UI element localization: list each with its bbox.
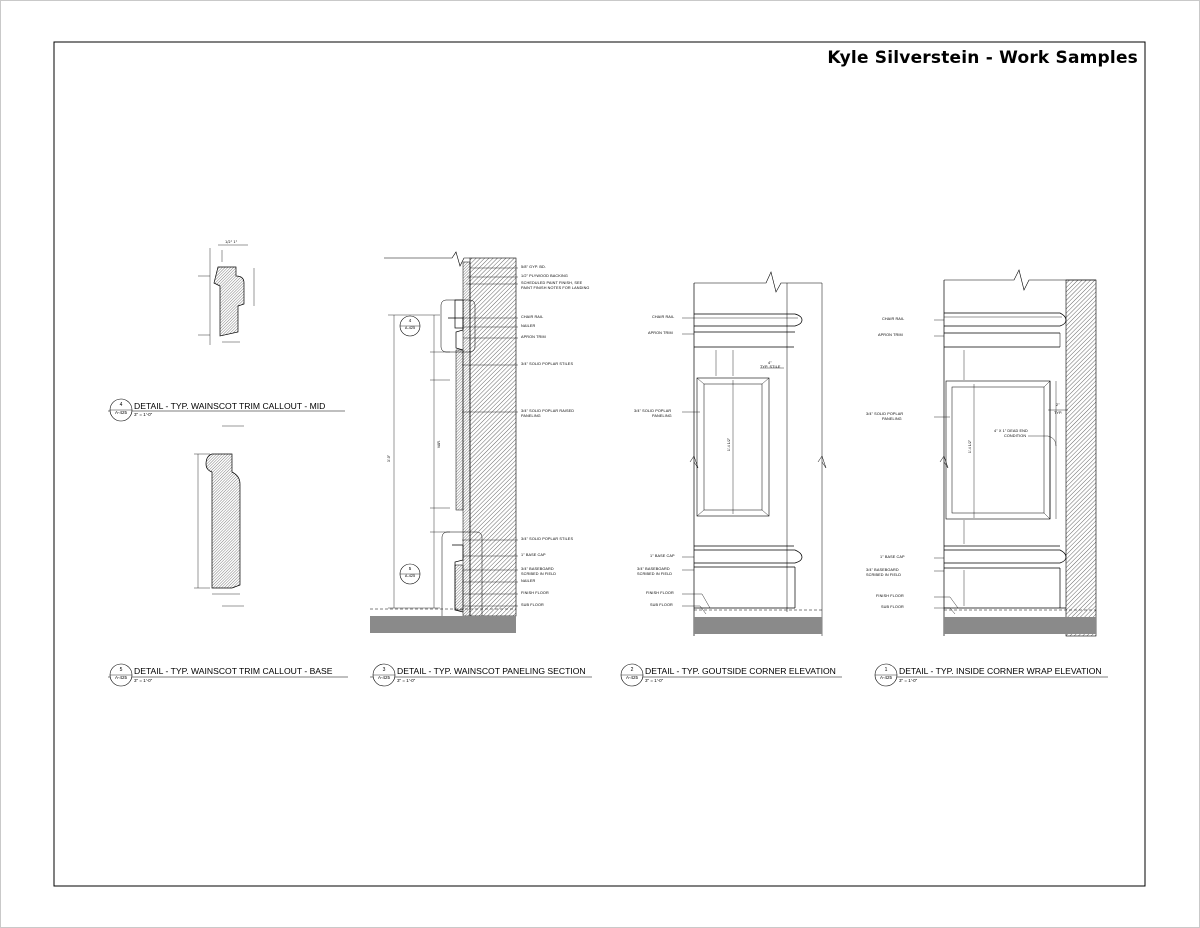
section-note: 3/4" SOLID POPLAR STILES: [521, 362, 574, 366]
outside-note: TYP. STILE: [760, 365, 781, 369]
inside-note: 4" X 1" DEAD END: [994, 429, 1028, 433]
detail-5-title: DETAIL - TYP. WAINSCOT TRIM CALLOUT - BA…: [134, 666, 333, 676]
inside-note: TYP.: [1054, 411, 1063, 415]
outside-note: 4": [768, 361, 772, 365]
inside-note: SUB FLOOR: [881, 605, 904, 609]
sheet-frame: [53, 41, 1146, 887]
detail-1-sheet-ref: A-425: [879, 675, 892, 680]
inside-note: CONDITION: [1004, 434, 1027, 438]
inside-note: 1" BASE CAP: [880, 555, 905, 559]
sheet-title: Kyle Silverstein - Work Samples: [827, 48, 1138, 68]
outside-note: SCRIBED IN FIELD: [637, 572, 673, 576]
detail-2-sheet-ref: A-425: [625, 675, 638, 680]
detail-5-drawing: [194, 425, 244, 607]
outside-note: FINISH FLOOR: [646, 591, 674, 595]
inside-note: 2": [1056, 403, 1060, 407]
outside-note: 1" BASE CAP: [650, 554, 675, 558]
detail-4-drawing: 1/2" 1": [198, 240, 255, 345]
detail-1-scale: 3" = 1'-0": [899, 678, 918, 683]
outside-panel-dim: 1'-4 1/2": [727, 438, 731, 452]
detail-3-drawing: [370, 251, 518, 633]
section-note: NAILER: [521, 324, 536, 328]
detail-4-scale: 3" = 1'-0": [134, 412, 153, 417]
inside-note: SCRIBED IN FIELD: [866, 573, 902, 577]
detail-1-title: DETAIL - TYP. INSIDE CORNER WRAP ELEVATI…: [899, 666, 1102, 676]
section-note: 1" BASE CAP: [521, 553, 546, 557]
detail-4-title: DETAIL - TYP. WAINSCOT TRIM CALLOUT - MI…: [134, 401, 326, 411]
section-note: SUB FLOOR: [521, 603, 544, 607]
section-panel-dim: VAR.: [437, 440, 441, 449]
section-note: 3/4" SOLID POPLAR RAISED: [521, 409, 575, 413]
inside-panel-dim: 1'-4 1/2": [968, 440, 972, 454]
section-note: 3/4" SOLID POPLAR STILES: [521, 537, 574, 541]
detail-2-title: DETAIL - TYP. GOUTSIDE CORNER ELEVATION: [645, 666, 836, 676]
section-bubble-bottom-number: 5: [408, 566, 412, 571]
outside-note: PANELING: [652, 414, 672, 418]
section-note: 5/8" GYP. BD.: [521, 265, 546, 269]
outside-note: CHAIR RAIL: [652, 315, 675, 319]
section-note: PAINT FINISH NOTES FOR LANDING: [521, 286, 590, 290]
detail-5-number: 5: [119, 667, 123, 673]
section-note: PANELING: [521, 414, 541, 418]
section-note: NAILER: [521, 579, 536, 583]
section-bubble-top-sheet: A-425: [404, 326, 416, 330]
section-note: 3/4" BASEBOARD: [521, 567, 554, 571]
section-note: APRON TRIM: [521, 335, 546, 339]
section-bubble-top-number: 4: [408, 318, 412, 323]
section-overall-dim: 3'-0": [387, 455, 391, 463]
inside-note: FINISH FLOOR: [876, 594, 904, 598]
inside-note: CHAIR RAIL: [882, 317, 905, 321]
section-note: FINISH FLOOR: [521, 591, 549, 595]
detail-1-drawing: [934, 269, 1097, 637]
inside-note: 3/4" BASEBOARD: [866, 568, 899, 572]
detail-3-title: DETAIL - TYP. WAINSCOT PANELING SECTION: [397, 666, 586, 676]
detail-3-scale: 3" = 1'-0": [397, 678, 416, 683]
detail-5-scale: 3" = 1'-0": [134, 678, 153, 683]
detail-4-sheet-ref: A-425: [114, 410, 127, 415]
inside-note: APRON TRIM: [878, 333, 903, 337]
detail-1-number: 1: [884, 667, 888, 673]
section-bubble-bottom-sheet: A-425: [404, 574, 416, 578]
section-note: CHAIR RAIL: [521, 315, 544, 319]
inside-note: 3/4" SOLID POPLAR: [866, 412, 904, 416]
outside-note: APRON TRIM: [648, 331, 673, 335]
section-note: SCRIBED IN FIELD: [521, 572, 557, 576]
svg-text:1/2" 1": 1/2" 1": [225, 240, 238, 244]
section-note: SCHEDULED PAINT FINISH, SEE: [521, 281, 583, 285]
outside-note: SUB FLOOR: [650, 603, 673, 607]
section-note: 1/2" PLYWOOD BACKING: [521, 274, 568, 278]
detail-3-number: 3: [382, 667, 386, 673]
detail-5-sheet-ref: A-425: [114, 675, 127, 680]
detail-2-number: 2: [630, 667, 634, 673]
detail-2-drawing: [682, 271, 827, 636]
outside-note: 3/4" SOLID POPLAR: [634, 409, 672, 413]
detail-3-sheet-ref: A-425: [377, 675, 390, 680]
detail-2-scale: 3" = 1'-0": [645, 678, 664, 683]
outside-note: 3/4" BASEBOARD: [637, 567, 670, 571]
detail-4-number: 4: [119, 402, 123, 408]
inside-note: PANELING: [882, 417, 902, 421]
